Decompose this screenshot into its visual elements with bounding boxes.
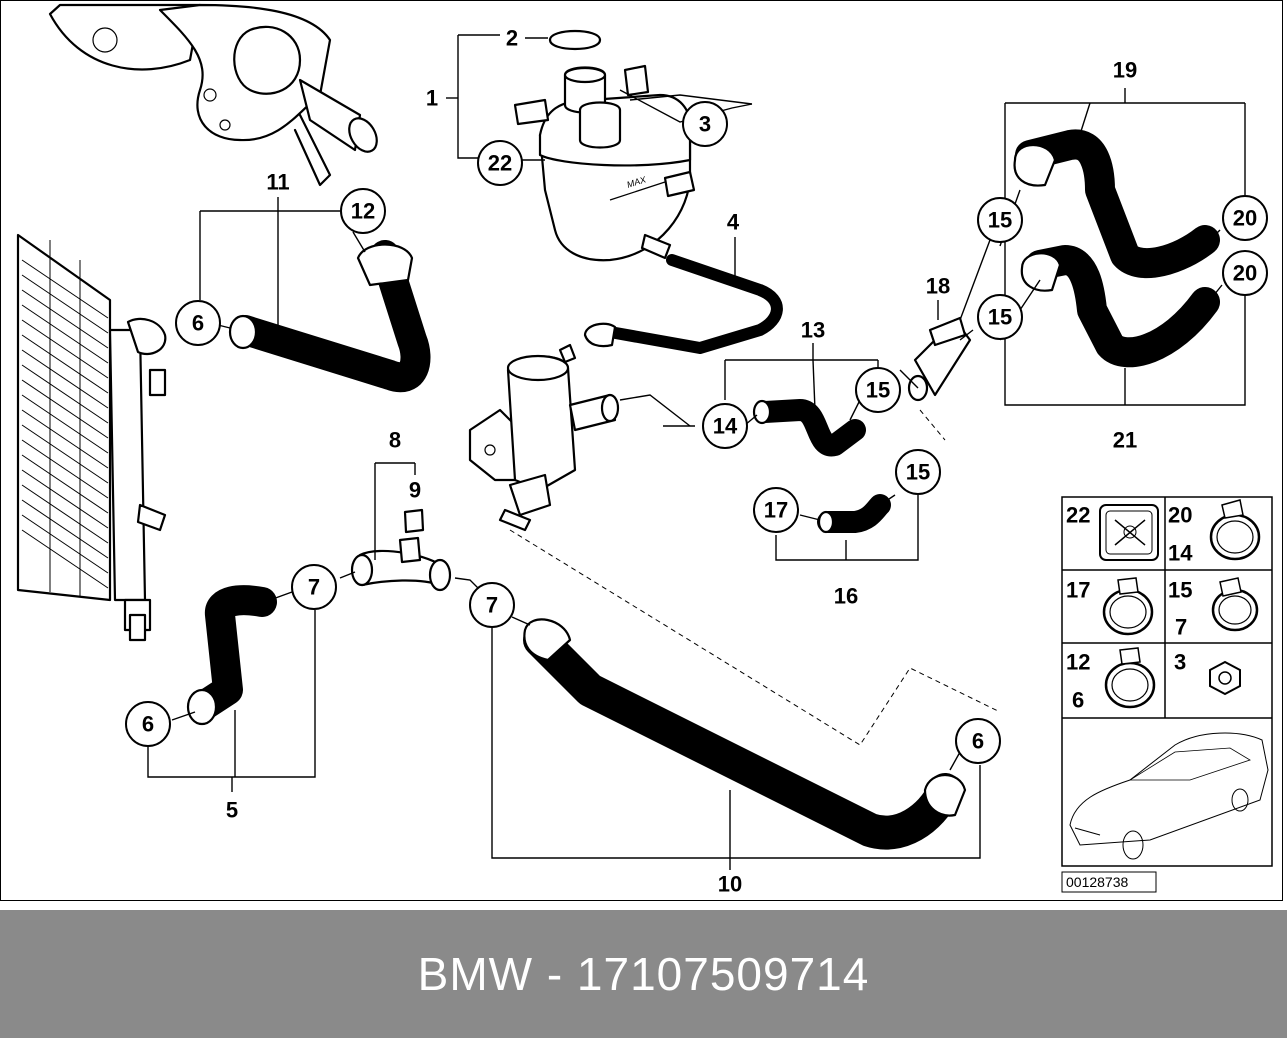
hose-5 [186, 585, 277, 726]
hose-10 [523, 618, 967, 850]
svg-text:12: 12 [1066, 650, 1090, 675]
svg-text:6: 6 [1072, 688, 1084, 713]
hose-11 [228, 240, 431, 393]
svg-text:7: 7 [1175, 615, 1187, 640]
hose-4 [583, 254, 783, 354]
parts-diagram: MAX [0, 0, 1283, 901]
svg-text:20: 20 [1168, 503, 1192, 528]
expansion-tank: MAX [513, 30, 696, 262]
svg-text:7: 7 [308, 575, 320, 600]
svg-text:22: 22 [488, 151, 512, 176]
hose-21 [1020, 245, 1220, 368]
svg-text:15: 15 [906, 460, 930, 485]
callout-c20a: 20 [1222, 195, 1268, 241]
svg-text:20: 20 [1233, 206, 1257, 231]
svg-text:16: 16 [834, 584, 858, 609]
diagram-canvas: MAX [16, 3, 1273, 897]
callout-c12: 12 [340, 188, 386, 234]
svg-text:4: 4 [727, 210, 740, 235]
svg-text:15: 15 [988, 305, 1012, 330]
hose-13 [752, 399, 866, 457]
car-silhouette [1069, 732, 1269, 860]
legend-cell-l6: 3 [1174, 650, 1241, 696]
svg-text:9: 9 [409, 478, 421, 503]
svg-text:1: 1 [426, 86, 438, 111]
diagram-code-box: 00128738 [1061, 871, 1157, 893]
legend-cell-l2: 20 14 [1168, 499, 1261, 566]
svg-text:00128738: 00128738 [1066, 874, 1129, 890]
callout-c6c: 6 [955, 718, 1001, 764]
callout-c19: 19 [1113, 58, 1137, 83]
callout-c21: 21 [1113, 428, 1137, 453]
svg-text:8: 8 [389, 428, 401, 453]
svg-text:21: 21 [1113, 428, 1137, 453]
callout-c9: 9 [409, 478, 421, 503]
callout-c20b: 20 [1222, 250, 1268, 296]
svg-text:13: 13 [801, 318, 825, 343]
svg-text:3: 3 [1174, 650, 1186, 675]
svg-text:10: 10 [718, 872, 742, 897]
callout-c7b: 7 [469, 582, 515, 628]
svg-text:18: 18 [926, 274, 950, 299]
diagram-frame [0, 0, 1283, 901]
callout-c5: 5 [226, 798, 238, 823]
svg-text:3: 3 [699, 112, 711, 137]
svg-text:6: 6 [192, 311, 204, 336]
callout-c22: 22 [477, 140, 523, 186]
callout-c8: 8 [389, 428, 401, 453]
svg-text:17: 17 [1066, 578, 1090, 603]
svg-text:6: 6 [142, 712, 154, 737]
callout-c15a: 15 [977, 197, 1023, 243]
hose-19 [1013, 129, 1220, 279]
callout-c18: 18 [926, 274, 950, 299]
svg-text:17: 17 [764, 498, 788, 523]
svg-text:14: 14 [713, 414, 738, 439]
t-connector-8 [350, 508, 452, 592]
callout-c16: 16 [834, 584, 858, 609]
callout-c17: 17 [753, 487, 799, 533]
footer-title: BMW - 17107509714 [417, 948, 870, 1000]
legend-cell-l4: 15 7 [1168, 577, 1259, 640]
svg-text:22: 22 [1066, 503, 1090, 528]
svg-text:14: 14 [1168, 541, 1193, 566]
legend-cell-l3: 17 [1066, 577, 1154, 636]
svg-text:11: 11 [266, 170, 289, 195]
footer-banner: BMW - 17107509714 [0, 910, 1287, 1038]
svg-text:7: 7 [486, 593, 498, 618]
callout-c15c: 15 [855, 367, 901, 413]
callout-c3: 3 [682, 101, 728, 147]
callout-c4: 4 [727, 210, 740, 235]
svg-text:15: 15 [866, 378, 890, 403]
callout-c10: 10 [718, 872, 742, 897]
svg-text:5: 5 [226, 798, 238, 823]
callout-c2: 2 [506, 26, 518, 51]
callout-c6a: 6 [175, 300, 221, 346]
svg-text:2: 2 [506, 26, 518, 51]
radiator [16, 233, 167, 642]
svg-text:15: 15 [988, 208, 1012, 233]
callout-c15d: 15 [895, 449, 941, 495]
thermostat-housing [468, 343, 620, 532]
legend-panel: 22 20 14 17 15 7 [1061, 496, 1273, 867]
callout-c13: 13 [801, 318, 825, 343]
callout-c14: 14 [702, 403, 748, 449]
svg-text:12: 12 [351, 199, 375, 224]
callout-c1: 1 [426, 86, 438, 111]
legend-cell-l5: 12 6 [1066, 647, 1156, 713]
svg-text:19: 19 [1113, 58, 1137, 83]
svg-text:20: 20 [1233, 261, 1257, 286]
water-pump [48, 3, 378, 187]
legend-cell-l1: 22 [1066, 503, 1159, 561]
callout-c15b: 15 [977, 294, 1023, 340]
svg-text:6: 6 [972, 729, 984, 754]
connector-18 [907, 316, 972, 402]
callout-c6b: 6 [125, 701, 171, 747]
callout-c11: 11 [266, 170, 289, 195]
callout-c7a: 7 [291, 564, 337, 610]
svg-text:15: 15 [1168, 578, 1192, 603]
hose-16 [817, 494, 891, 534]
